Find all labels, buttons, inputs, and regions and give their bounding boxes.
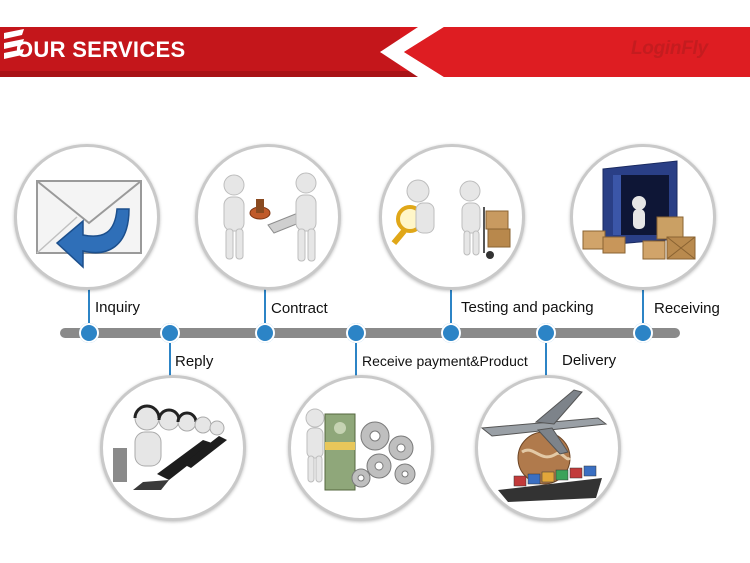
timeline-stem-contract [264,288,266,328]
brand-logo-text: LoginFly [631,38,708,59]
step-label-reply: Reply [175,353,214,370]
money-gears-icon [288,375,434,521]
timeline-node-contract [255,323,275,343]
timeline-node-testing [441,323,461,343]
timeline-node-inquiry [79,323,99,343]
timeline-stem-testing [450,288,452,328]
timeline-stem-receiving [642,288,644,328]
timeline-node-reply [160,323,180,343]
container-cargo-icon [570,144,716,290]
timeline-node-receiving [633,323,653,343]
contract-handshake-icon [195,144,341,290]
timeline-node-receive [346,323,366,343]
page-title: OUR SERVICES [16,37,186,62]
brand-logo-icon [4,29,24,59]
step-label-inquiry: Inquiry [95,299,141,316]
envelope-reply-icon [14,144,160,290]
header-banner: OUR SERVICES LoginFly [0,27,750,77]
step-label-receive-payment: Receive payment&Product [362,353,528,369]
timeline-stem-receive [355,338,357,380]
timeline-stem-inquiry [88,288,90,328]
timeline-node-delivery [536,323,556,343]
airplane-globe-ship-icon [475,375,621,521]
timeline-stem-reply [169,338,171,380]
banner-background [0,27,750,77]
step-label-delivery: Delivery [562,352,617,369]
step-label-receiving: Receiving [654,300,720,317]
timeline-stem-delivery [545,338,547,380]
step-label-testing-packing: Testing and packing [461,299,594,316]
timeline-bar [60,328,680,338]
call-center-operators-icon [100,375,246,521]
inspection-boxes-icon [379,144,525,290]
step-label-contract: Contract [271,300,328,317]
